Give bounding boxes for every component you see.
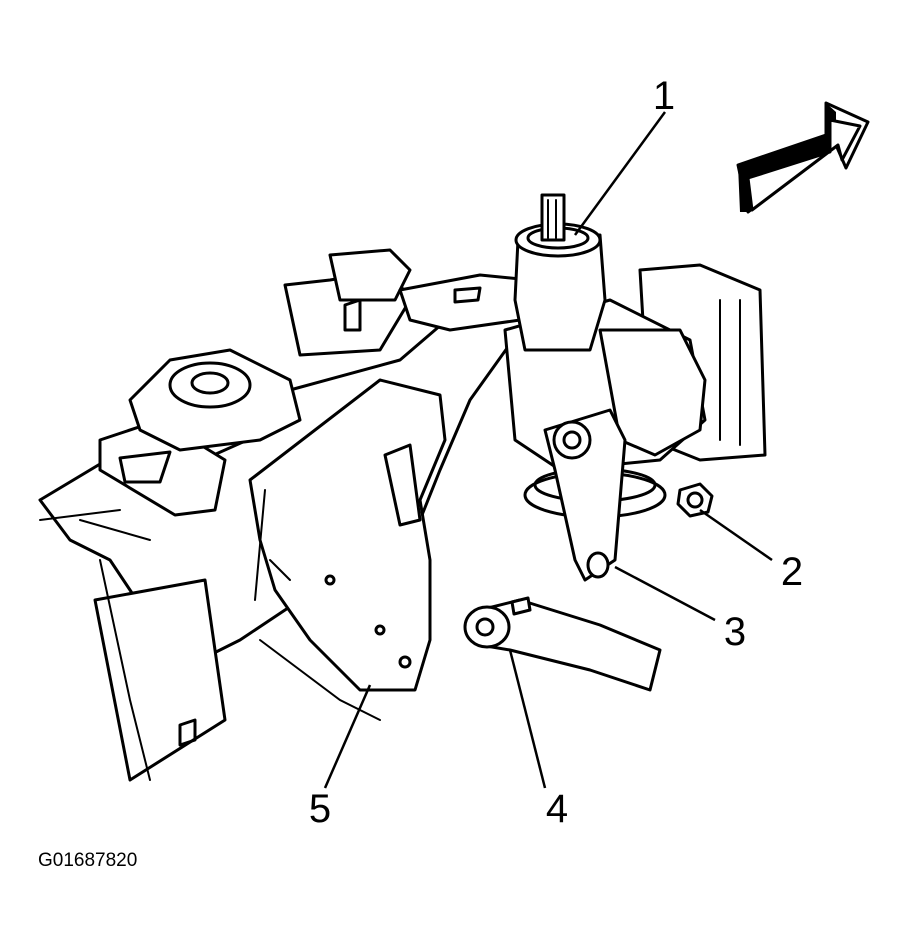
callout-3: 3 bbox=[724, 610, 746, 654]
callout-4: 4 bbox=[546, 787, 568, 831]
steering-gear bbox=[503, 193, 767, 519]
callout-2: 2 bbox=[781, 550, 803, 594]
pitman-arm bbox=[543, 408, 627, 582]
relay-rod bbox=[463, 596, 662, 692]
front-direction-arrow-icon bbox=[736, 101, 870, 214]
leader-lines bbox=[323, 111, 773, 789]
mounting-bracket bbox=[248, 378, 447, 692]
callout-5: 5 bbox=[309, 787, 331, 831]
pitman-arm-nut bbox=[676, 482, 714, 518]
callout-1: 1 bbox=[653, 74, 675, 118]
figure-id: G01687820 bbox=[38, 850, 137, 871]
